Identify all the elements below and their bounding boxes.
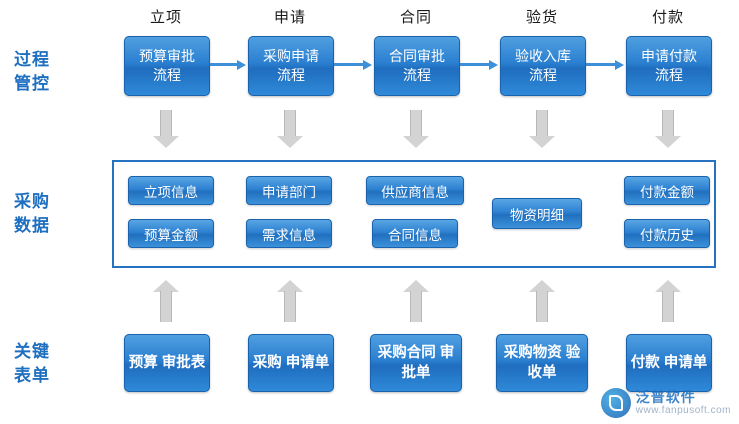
form-box-payment-request-form[interactable]: 付款 申请单	[626, 334, 712, 392]
form-box-contract-approval-form[interactable]: 采购合同 审批单	[370, 334, 462, 392]
watermark-company-name: 泛普软件	[635, 388, 696, 405]
data-item-demand-info[interactable]: 需求信息	[246, 219, 332, 248]
arrow-down-1	[153, 110, 179, 150]
column-header-yanhuo: 验货	[525, 9, 558, 26]
row-label-process-control-line1: 过程	[14, 50, 50, 69]
row-label-key-forms-line2: 表单	[14, 366, 50, 385]
arrow-right-3	[460, 60, 498, 70]
process-box-inspection-storage[interactable]: 验收入库 流程	[500, 36, 586, 96]
data-item-project-info[interactable]: 立项信息	[128, 176, 214, 205]
form-box-purchase-request-form-line1: 采购	[252, 355, 282, 371]
process-box-contract-approval-line2: 流程	[403, 67, 431, 83]
arrow-down-2	[277, 110, 303, 150]
arrow-down-3	[403, 110, 429, 150]
form-box-budget-approval-sheet[interactable]: 预算 审批表	[124, 334, 210, 392]
process-box-contract-approval-line1: 合同审批	[389, 48, 445, 64]
data-item-material-details[interactable]: 物资明细	[492, 198, 582, 229]
arrow-up-1	[153, 280, 179, 322]
company-logo-icon	[600, 388, 631, 418]
column-header-shenqing: 申请	[273, 9, 306, 26]
row-label-process-control-line2: 管控	[14, 74, 50, 93]
form-box-material-acceptance-form-line2: 验收单	[527, 345, 581, 381]
data-item-budget-amount[interactable]: 预算金额	[128, 219, 214, 248]
procurement-data-frame	[112, 160, 716, 268]
form-box-payment-request-form-line1: 付款	[630, 355, 660, 371]
data-item-request-department[interactable]: 申请部门	[246, 176, 332, 205]
arrow-down-5	[655, 110, 681, 150]
process-box-purchase-request-line1: 采购申请	[263, 48, 319, 64]
data-item-payment-amount[interactable]: 付款金额	[624, 176, 710, 205]
row-label-key-forms-line1: 关键	[14, 342, 50, 361]
arrow-right-1	[210, 60, 246, 70]
process-box-payment-request-line1: 申请付款	[641, 48, 697, 64]
form-box-material-acceptance-form[interactable]: 采购物资 验收单	[496, 334, 588, 392]
form-box-contract-approval-form-line1: 采购合同	[377, 345, 436, 361]
data-item-supplier-info[interactable]: 供应商信息	[366, 176, 464, 205]
process-box-inspection-storage-line1: 验收入库	[515, 48, 571, 64]
process-box-payment-request[interactable]: 申请付款 流程	[626, 36, 712, 96]
form-box-purchase-request-form-line2: 申请单	[285, 355, 330, 371]
process-box-payment-request-line2: 流程	[655, 67, 683, 83]
data-item-payment-history[interactable]: 付款历史	[624, 219, 710, 248]
arrow-up-5	[655, 280, 681, 322]
form-box-budget-approval-sheet-line1: 预算	[128, 355, 158, 371]
arrow-right-2	[334, 60, 372, 70]
data-item-contract-info[interactable]: 合同信息	[372, 219, 458, 248]
form-box-material-acceptance-form-line1: 采购物资	[503, 345, 562, 361]
column-header-hetong: 合同	[399, 9, 432, 26]
process-box-inspection-storage-line2: 流程	[529, 67, 557, 83]
form-box-budget-approval-sheet-line2: 审批表	[161, 355, 206, 371]
form-box-payment-request-form-line2: 申请单	[663, 355, 708, 371]
arrow-right-4	[586, 60, 624, 70]
row-label-process-control: 过程 管控	[14, 48, 50, 96]
row-label-key-forms: 关键 表单	[14, 340, 50, 388]
process-box-purchase-request-line2: 流程	[277, 67, 305, 83]
process-box-purchase-request[interactable]: 采购申请 流程	[248, 36, 334, 96]
row-label-procurement-data-line2: 数据	[14, 216, 50, 235]
column-header-lixiang: 立项	[149, 9, 182, 26]
arrow-down-4	[529, 110, 555, 150]
arrow-up-3	[403, 280, 429, 322]
row-label-procurement-data-line1: 采购	[14, 192, 50, 211]
form-box-purchase-request-form[interactable]: 采购 申请单	[248, 334, 334, 392]
process-box-budget-approval[interactable]: 预算审批 流程	[124, 36, 210, 96]
arrow-up-4	[529, 280, 555, 322]
watermark: 泛普软件 www.fanpusoft.com	[600, 388, 731, 418]
process-box-budget-approval-line1: 预算审批	[139, 48, 195, 64]
watermark-company-url: www.fanpusoft.com	[635, 405, 731, 417]
row-label-procurement-data: 采购 数据	[14, 190, 50, 238]
column-header-fukuan: 付款	[651, 9, 684, 26]
arrow-up-2	[277, 280, 303, 322]
process-box-contract-approval[interactable]: 合同审批 流程	[374, 36, 460, 96]
process-box-budget-approval-line2: 流程	[153, 67, 181, 83]
form-box-contract-approval-form-line2: 审批单	[401, 345, 455, 381]
